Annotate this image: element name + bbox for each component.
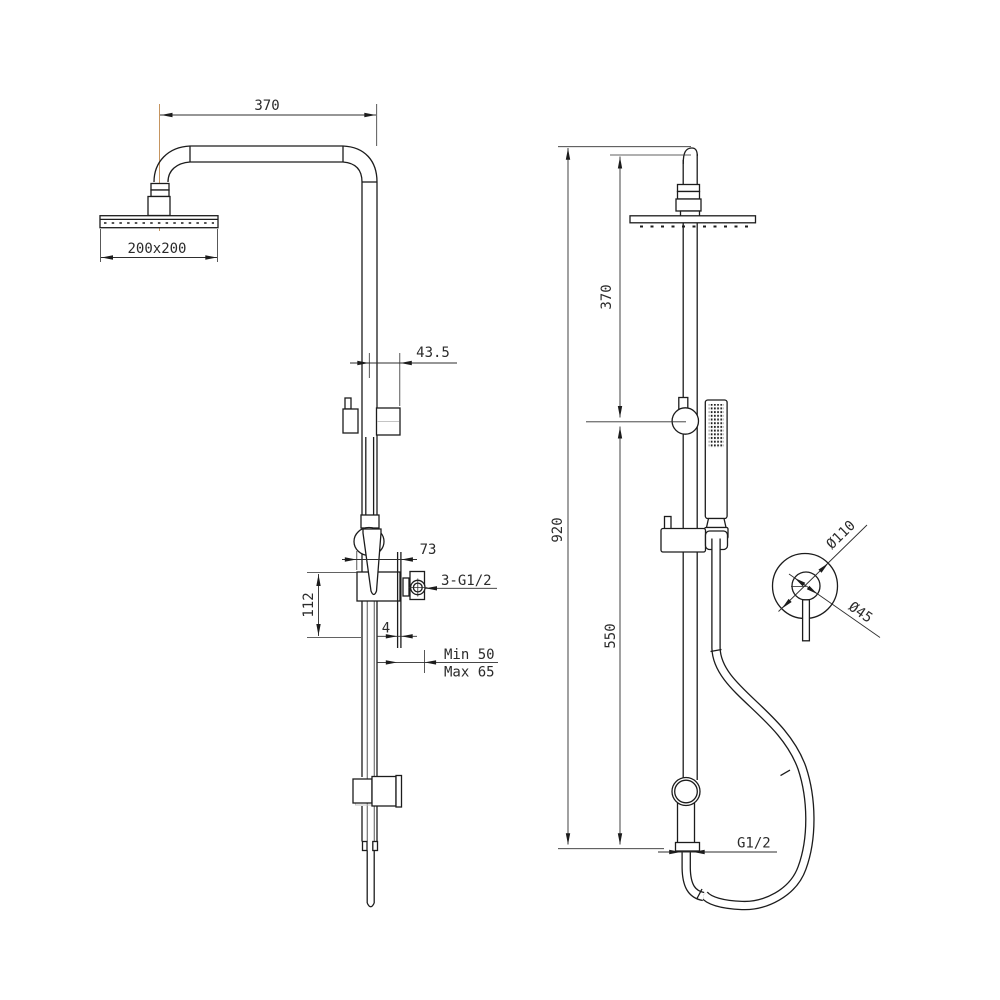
detail-view: Ø110 Ø45: [771, 518, 881, 642]
dim-valve-width-label: 73: [420, 542, 437, 558]
shower-hose: [700, 538, 815, 911]
rain-shower-head: [99, 215, 219, 229]
dim-upper-height-label: 370: [599, 284, 615, 309]
handle-lever: [801, 599, 811, 642]
dim-depth-min-label: Min 50: [444, 647, 495, 663]
front-view: 370 200x200 43.5 73 3-G1/2: [99, 98, 498, 908]
diverter-junction: [671, 396, 700, 435]
riser-pipe-front: [361, 182, 378, 842]
side-view: 920 370 550 G1/2: [550, 146, 815, 911]
dim-rail-offset-label: 43.5: [416, 345, 450, 361]
dim-outlet-thread-label: G1/2: [737, 836, 771, 852]
dim-lower-height-label: 550: [603, 623, 619, 648]
dim-depth-max-label: Max 65: [444, 665, 495, 681]
riser-pipe-side: [682, 147, 698, 780]
spray-face: [708, 404, 724, 448]
slider-bracket: [660, 515, 729, 553]
dim-arm-width-label: 370: [254, 98, 279, 114]
dim-outlets-label: 3-G1/2: [441, 573, 492, 589]
wall-bracket-top: [342, 397, 401, 436]
dim-total-height-label: 920: [550, 517, 566, 542]
dim-outer-diameter-label: Ø110: [824, 518, 859, 553]
hand-shower-wand: [362, 528, 382, 596]
bottom-tube-front: [361, 806, 379, 908]
head-connector: [147, 182, 171, 217]
hand-shower-front: [353, 437, 385, 596]
mixer-handle-detail: [771, 552, 839, 642]
shower-head-side: [629, 215, 757, 228]
dim-inner-diameter-label: Ø45: [845, 599, 875, 627]
dim-plate-thickness-label: 4: [382, 621, 390, 637]
dimensions-side: 920 370 550 G1/2: [550, 146, 777, 855]
water-inlet: [671, 776, 705, 902]
dimensions-front: 370 200x200 43.5 73 3-G1/2: [100, 98, 498, 681]
dim-valve-height-label: 112: [301, 592, 317, 617]
dim-head-size-label: 200x200: [127, 241, 186, 257]
wall-bracket-bottom: [352, 774, 403, 808]
shower-arm: [153, 145, 378, 183]
hand-shower-side: [703, 399, 729, 540]
mixer-valve: [356, 552, 428, 648]
